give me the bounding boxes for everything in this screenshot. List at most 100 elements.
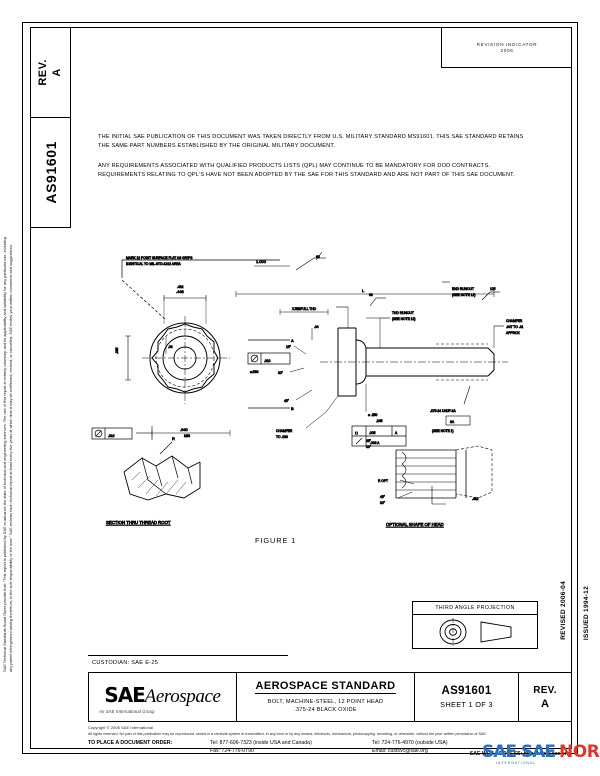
dim-overall-length: 1.000 xyxy=(256,259,267,264)
label-optional-shape-of-head: OPTIONAL SHAPE OF HEAD xyxy=(386,522,444,527)
drawing-note-line1: MARK 12 POINT SURFACE FLAT AS GRIPS xyxy=(126,256,193,260)
dim-width-across-flats: .448 xyxy=(176,289,185,294)
drawing-svg: MARK 12 POINT SURFACE FLAT AS GRIPS IDEN… xyxy=(91,251,524,527)
fcf-position-head: .010 ⌀.560 xyxy=(247,352,291,374)
document-number: AS91601 xyxy=(441,685,492,697)
third-angle-projection-box: THIRD ANGLE PROJECTION xyxy=(412,601,538,649)
logo-aerospace-text: Aerospace xyxy=(144,685,221,707)
label-end-runout-note: (SEE NOTE 12) xyxy=(452,293,475,297)
label-thread-note: (SEE NOTE 1) xyxy=(432,429,454,433)
engineering-drawing: MARK 12 POINT SURFACE FLAT AS GRIPS IDEN… xyxy=(80,236,540,566)
angle-45: 45° xyxy=(284,399,290,403)
intro-paragraph-1: THE INITIAL SAE PUBLICATION OF THIS DOCU… xyxy=(98,134,524,150)
third-angle-projection-title: THIRD ANGLE PROJECTION xyxy=(413,602,537,615)
sidebar-rev-value: A xyxy=(50,68,63,77)
fcf-position-value: .010 xyxy=(264,359,271,363)
title-block-revision-cell: REV. A xyxy=(519,673,571,721)
revised-date: REVISED 2006-04 xyxy=(560,581,567,640)
sidebar-rev-label: REV. xyxy=(36,59,49,86)
title-block-number-cell: AS91601 SHEET 1 OF 3 xyxy=(415,673,519,721)
angle-45b: 45° xyxy=(366,439,372,443)
optional-head-detail: R OPT 45° 30° .432 OPTIONAL SHAPE OF HEA… xyxy=(378,445,493,527)
third-angle-projection-symbol xyxy=(413,615,537,649)
label-thread-grade: 3A xyxy=(450,420,455,424)
standard-type: AEROSPACE STANDARD xyxy=(255,679,396,694)
section-thread-root-detail: R SECTION THRU THREAD ROOT xyxy=(106,436,201,525)
dim-small-1: .04 xyxy=(314,325,319,329)
header-stamp-line2: 2006 xyxy=(500,48,514,53)
dim-width-tol: .432 xyxy=(177,285,184,289)
sidebar-document-number-box: AS91601 xyxy=(31,118,71,228)
tel-outside-usa: Tel: 724-776-4970 (outside USA) xyxy=(372,740,448,747)
label-section-thru-thread-root: SECTION THRU THREAD ROOT xyxy=(106,520,171,525)
label-thread-spec: .375-24 UNJF-3A xyxy=(430,409,456,413)
angle-opt-2: 30° xyxy=(380,501,386,505)
rights-statement: All rights reserved. No part of this pub… xyxy=(88,731,487,736)
header-stamp: REVISION INDICATOR 2006 xyxy=(441,28,572,68)
part-title-line1: BOLT, MACHINE-STEEL, 12 POINT HEAD xyxy=(267,698,384,705)
dim-head-dia-note: MIN xyxy=(184,434,191,438)
dim-flat-dia: ⌀.560 xyxy=(250,370,259,374)
head-end-view xyxy=(142,316,230,404)
figure-caption: FIGURE 1 xyxy=(255,536,297,545)
fcf-val-2: .006 A xyxy=(370,441,380,445)
title-block-title-cell: AEROSPACE STANDARD BOLT, MACHINE-STEEL, … xyxy=(237,673,415,721)
label-chamfer-val: .047 TO .41 xyxy=(506,325,523,329)
dim-head-side: .432 xyxy=(294,307,301,311)
label-chamfer-to: CHAMFER xyxy=(276,429,293,433)
angle-15: 15° xyxy=(286,345,292,349)
label-r-opt: R OPT xyxy=(378,479,388,483)
dim-head-inner: .03 xyxy=(168,345,173,349)
sae-disclaimer: SAE Technical Standards Board Rules prov… xyxy=(2,232,28,672)
fcf-lower-value: .010 xyxy=(108,434,115,438)
sidebar-document-number: AS91601 xyxy=(42,141,59,204)
sae-aerospace-logo: SAE Aerospace An SAE International Group xyxy=(89,673,237,721)
drawing-note-line2: IDENTICAL TO MIL-STD-1312 AREA xyxy=(126,262,182,266)
label-end-runout: END RUNOUT xyxy=(452,287,474,291)
label-chamfer: CHAMFER xyxy=(506,319,523,323)
intro-text-block: THE INITIAL SAE PUBLICATION OF THIS DOCU… xyxy=(98,133,528,191)
dim-head-dia: .640 xyxy=(180,427,189,432)
revision-label: REV. xyxy=(533,684,557,696)
logo-sae-text: SAE xyxy=(104,682,145,707)
order-spacer xyxy=(88,748,210,754)
drawing-frame-inner xyxy=(30,27,572,749)
title-block: SAE Aerospace An SAE International Group… xyxy=(88,672,572,722)
finish-symbol-63b: 63 xyxy=(369,293,373,297)
part-title-line2: .375-24 BLACK OXIDE xyxy=(294,707,357,713)
fcf-perpendicularity: ◻ .005 A .006 A xyxy=(351,425,407,447)
label-x-to-full-thd: X TO FULL THD xyxy=(292,307,317,311)
dim-body-dia: ⌀ .250 xyxy=(368,413,377,417)
datum-a-label: A xyxy=(291,338,294,343)
datum-b-label: B xyxy=(291,406,294,411)
web-address: SAE WEB ADDRESS: http://www.sae.org xyxy=(469,751,570,757)
fcf-sym-1: ◻ xyxy=(355,431,358,435)
dim-opt-head: .432 xyxy=(472,497,479,501)
sheet-number: SHEET 1 OF 3 xyxy=(440,700,493,709)
dim-body-dia-min: .245 xyxy=(376,419,383,423)
label-thd-runout-note: (SEE NOTE 12) xyxy=(392,317,415,321)
issue-date-column: ISSUED 1994-12 REVISED 2006-04 xyxy=(560,430,590,640)
angle-30: 30° xyxy=(278,371,284,375)
fcf-position-lower: .010 xyxy=(91,427,133,440)
sidebar-revision-box: REV. A xyxy=(31,28,71,118)
logo-tagline: An SAE International Group xyxy=(99,708,155,714)
header-stamp-line1: REVISION INDICATOR xyxy=(476,42,538,47)
dim-left-vertical: .395 xyxy=(115,347,119,354)
email-address: Email: custsvc@sae.org xyxy=(372,748,428,755)
label-R: R xyxy=(172,436,175,441)
drawing-frame-outer xyxy=(22,22,578,754)
bolt-side-view xyxy=(320,327,508,397)
intro-paragraph-2: ANY REQUIREMENTS ASSOCIATED WITH QUALIFI… xyxy=(98,163,515,179)
fax-number: Fax: 724-776-0790 xyxy=(210,748,254,755)
label-thd-runout: THD RUNOUT xyxy=(392,311,414,315)
fcf-datum-1: A xyxy=(395,431,398,435)
revision-value: A xyxy=(541,697,549,710)
copyright-line: Copyright © 2006 SAE International xyxy=(88,725,154,730)
custodian-line: CUSTODIAN: SAE E-25 xyxy=(88,655,288,669)
sae-disclaimer-text: SAE Technical Standards Board Rules prov… xyxy=(2,237,14,672)
finish-symbol-125: 125 xyxy=(490,287,496,291)
label-chamfer-to-val: TO .030 xyxy=(276,435,288,439)
page-footer: Copyright © 2006 SAE International All r… xyxy=(88,725,572,757)
